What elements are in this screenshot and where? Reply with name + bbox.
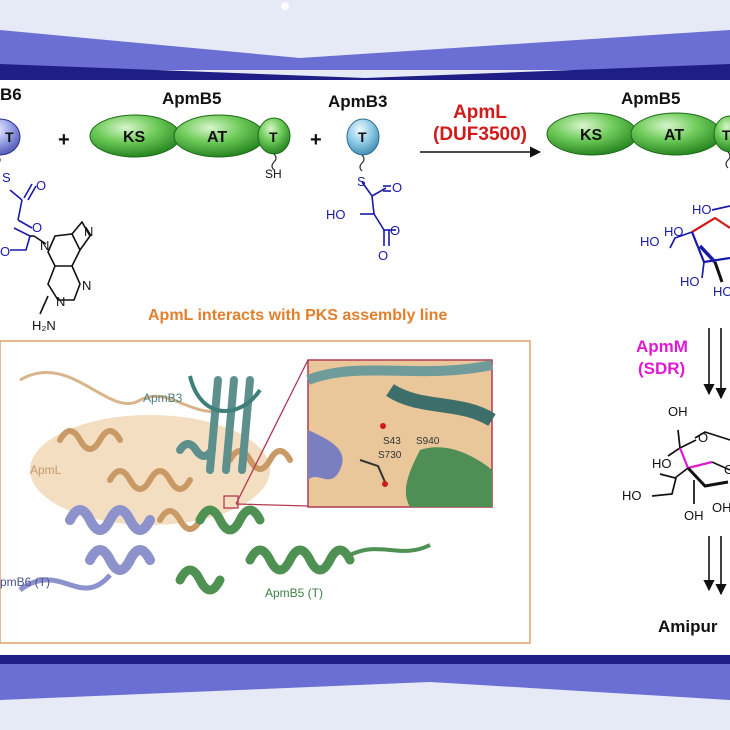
right-ho5: HO	[713, 284, 730, 299]
protein-label-apml: ApmL	[30, 463, 62, 477]
b3-ho: HO	[326, 207, 346, 222]
lower-oh3: OH	[712, 500, 730, 515]
protein-label-b6: pmB6 (T)	[0, 575, 50, 589]
left-o1: O	[36, 178, 46, 193]
b5-left-at-label: AT	[207, 129, 227, 146]
left-s-atom: S	[2, 170, 11, 185]
b3-s-atom: S	[357, 174, 366, 189]
protein-label-b5: ApmB5 (T)	[265, 586, 323, 600]
lower-ho2: HO	[622, 488, 642, 503]
residue-s43: S43	[383, 436, 401, 447]
left-o2: O	[32, 220, 42, 235]
lower-o2: O	[724, 462, 730, 477]
left-thioester-structure	[9, 183, 37, 251]
protein-label-b3: ApmB3	[143, 391, 183, 405]
b5-right-module	[546, 112, 730, 169]
b3-o1: O	[392, 180, 402, 195]
b3-name: ApmB3	[328, 92, 388, 111]
zoom-inset	[306, 359, 496, 508]
top-banner	[0, 2, 730, 80]
b5-right-name: ApmB5	[621, 89, 681, 108]
b5-left-ks-label: KS	[123, 129, 146, 146]
b3-o3: O	[378, 248, 388, 263]
purine-n4: N	[56, 294, 65, 309]
b3-o2: O	[390, 223, 400, 238]
purine-nh2: H₂N	[32, 318, 56, 333]
enzyme-apml-label: ApmL	[453, 102, 507, 123]
purine-structure	[33, 220, 91, 315]
enzyme-duf3500-label: (DUF3500)	[433, 124, 527, 145]
b5-left-sh-label: SH	[265, 167, 282, 181]
left-module-name: B6	[0, 85, 22, 104]
sdr-label: (SDR)	[638, 359, 685, 378]
lower-ho1: HO	[652, 456, 672, 471]
plus-sign-2: +	[310, 129, 322, 151]
left-t-label: T	[5, 129, 14, 145]
purine-n2: N	[84, 224, 93, 239]
product-name: Amipur	[658, 617, 718, 636]
b5-left-name: ApmB5	[162, 89, 222, 108]
right-ho4: HO	[680, 274, 700, 289]
b5-left-module	[89, 114, 291, 171]
lower-sugar-structure	[651, 429, 730, 504]
right-ho1: HO	[692, 202, 712, 217]
left-t-domain	[0, 118, 21, 156]
reduction-arrows	[703, 328, 727, 400]
lower-oh1: OH	[668, 404, 688, 419]
residue-s940: S940	[416, 436, 440, 447]
apmm-label: ApmM	[636, 337, 688, 356]
zoom-connector-lines	[223, 359, 309, 509]
b3-t-label: T	[358, 129, 367, 145]
b5-right-at-label: AT	[664, 127, 684, 144]
b3-malonyl-structure	[360, 181, 396, 246]
right-ho2: HO	[664, 224, 684, 239]
bottom-banner	[0, 655, 730, 700]
b5-right-ks-label: KS	[580, 127, 603, 144]
purine-n3: N	[82, 278, 91, 293]
lower-o1: O	[698, 430, 708, 445]
purine-n1: N	[40, 238, 49, 253]
residue-s730: S730	[378, 450, 402, 461]
final-arrows	[703, 536, 727, 596]
b5-right-t-label: T	[722, 127, 730, 143]
left-o3: O	[0, 244, 10, 259]
lower-oh2: OH	[684, 508, 704, 523]
right-sugar-structure	[669, 205, 730, 283]
protein-illustration	[18, 371, 431, 595]
plus-sign-1: +	[58, 129, 70, 151]
b5-left-t-label: T	[269, 129, 278, 145]
right-ho3: HO	[640, 234, 660, 249]
b3-module	[346, 118, 380, 172]
panel-title: ApmL interacts with PKS assembly line	[148, 307, 447, 324]
